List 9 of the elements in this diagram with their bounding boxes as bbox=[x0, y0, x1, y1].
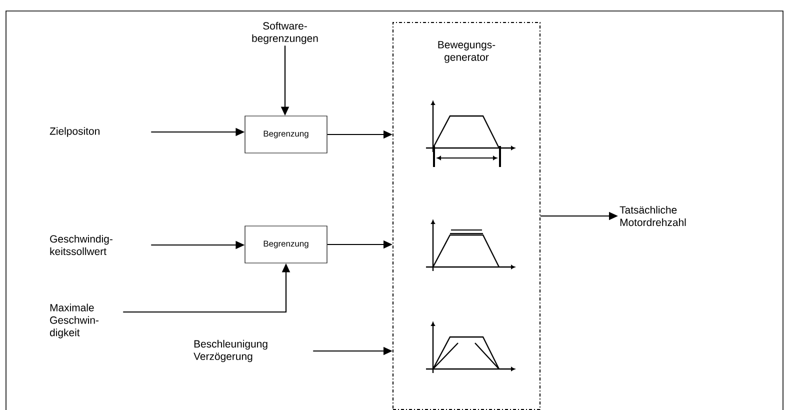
generator-box: Bewegungs- generator bbox=[392, 22, 540, 410]
process-box: Begrenzung bbox=[244, 226, 328, 264]
process-box: Begrenzung bbox=[244, 116, 328, 154]
input-label: Geschwindig- keitssollwert bbox=[50, 234, 112, 256]
input-label: Software- begrenzungen bbox=[252, 22, 318, 44]
output-label: Tatsächliche Motordrehzahl bbox=[620, 206, 686, 226]
input-label: Zielpositon bbox=[50, 127, 100, 137]
input-label: Maximale Geschwin- digkeit bbox=[50, 304, 98, 338]
input-label: Beschleunigung Verzögerung bbox=[194, 340, 268, 362]
